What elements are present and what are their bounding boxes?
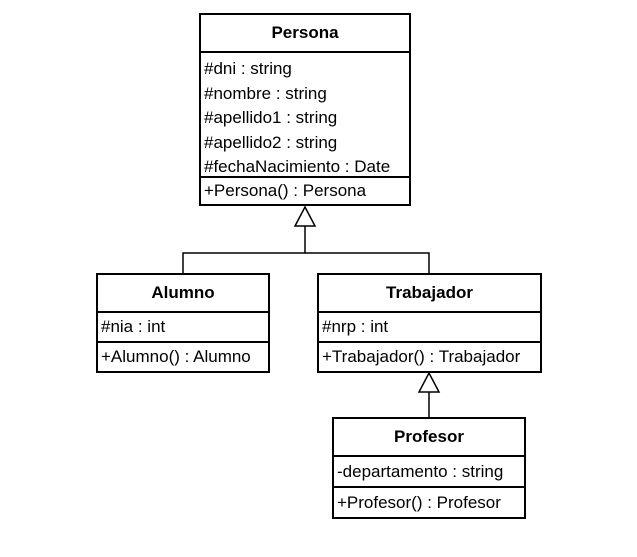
operation: +Profesor() : Profesor <box>337 493 501 512</box>
attribute: #apellido2 : string <box>204 132 338 152</box>
class-name: Persona <box>201 15 409 53</box>
operation: +Persona() : Persona <box>204 181 367 200</box>
operation: +Alumno() : Alumno <box>101 347 251 366</box>
attribute: #nrp : int <box>322 317 389 336</box>
class-name: Profesor <box>334 419 524 457</box>
attributes-compartment: -departamento : string <box>334 457 524 488</box>
attribute: #nombre : string <box>204 83 327 103</box>
operations-compartment: +Profesor() : Profesor <box>334 488 524 517</box>
class-box-persona[interactable]: Persona #dni : string #nombre : string #… <box>199 13 411 206</box>
attribute: #fechaNacimiento : Date <box>204 157 391 177</box>
attribute: #nia : int <box>101 317 166 336</box>
class-name: Alumno <box>98 275 268 313</box>
attribute: #dni : string <box>204 59 292 78</box>
class-box-profesor[interactable]: Profesor -departamento : string +Profeso… <box>332 417 526 519</box>
attributes-compartment: #dni : string #nombre : string #apellido… <box>201 53 409 178</box>
class-name: Trabajador <box>319 275 540 313</box>
generalization-line-alumno-persona <box>182 226 306 273</box>
generalization-arrowhead-trabajador <box>417 371 441 393</box>
class-box-alumno[interactable]: Alumno #nia : int +Alumno() : Alumno <box>96 273 270 373</box>
generalization-line-trabajador-persona <box>305 252 430 273</box>
attributes-compartment: #nia : int <box>98 313 268 343</box>
attribute: -departamento : string <box>337 462 504 481</box>
operations-compartment: +Alumno() : Alumno <box>98 343 268 371</box>
generalization-arrowhead-persona <box>293 205 317 227</box>
operation: +Trabajador() : Trabajador <box>322 347 521 366</box>
attributes-compartment: #nrp : int <box>319 313 540 343</box>
class-box-trabajador[interactable]: Trabajador #nrp : int +Trabajador() : Tr… <box>317 273 542 373</box>
attribute: #apellido1 : string <box>204 108 338 128</box>
operations-compartment: +Persona() : Persona <box>201 178 409 206</box>
operations-compartment: +Trabajador() : Trabajador <box>319 343 540 371</box>
